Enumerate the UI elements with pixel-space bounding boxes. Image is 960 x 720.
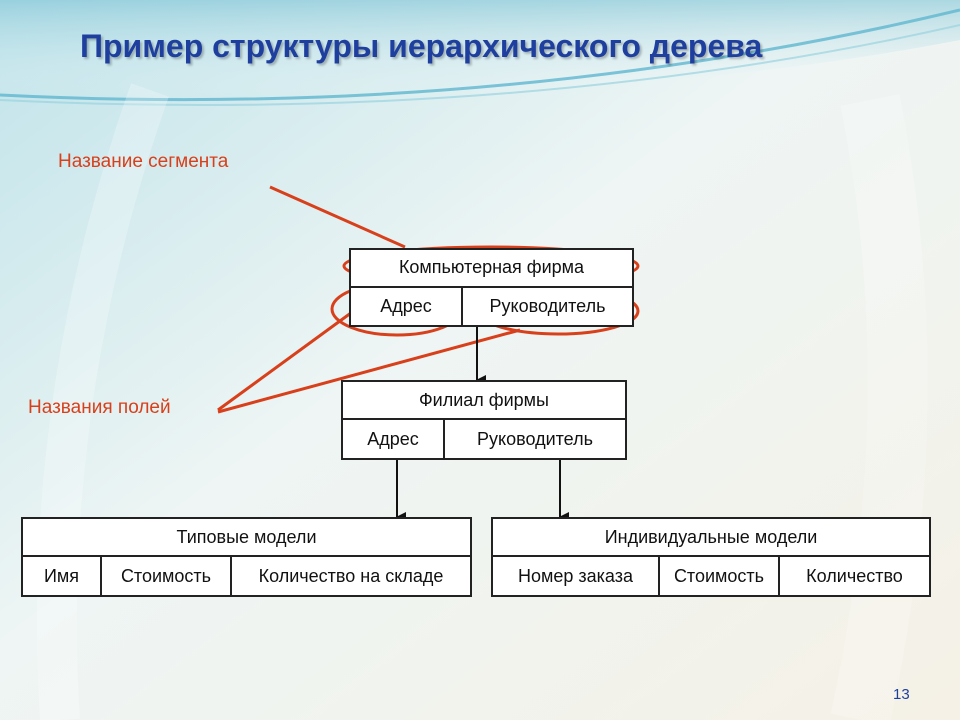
field-standard-name: Имя xyxy=(43,565,80,586)
segment-standard-models: Типовые модели Имя Стоимость Количество … xyxy=(21,517,472,597)
segment-custom-models: Индивидуальные модели Номер заказа Стоим… xyxy=(491,517,931,597)
field-company-manager: Руководитель xyxy=(461,287,632,325)
field-standard-price: Стоимость xyxy=(100,557,230,595)
segment-custom-models-name: Индивидуальные модели xyxy=(493,519,929,557)
segment-standard-models-name: Типовые модели xyxy=(23,519,470,557)
field-callout-line-1 xyxy=(217,308,356,412)
segment-branch-name: Филиал фирмы xyxy=(343,382,625,420)
segment-name-callout: Название сегмента xyxy=(58,151,229,172)
segment-company: Компьютерная фирма Адрес Руководитель xyxy=(349,248,634,327)
field-callout-line-2 xyxy=(217,328,521,414)
segment-company-name: Компьютерная фирма xyxy=(351,250,632,288)
slide-title: Пример структуры иерархического дерева xyxy=(80,28,763,64)
field-company-address: Адрес xyxy=(380,295,432,316)
field-standard-stock: Количество на складе xyxy=(230,557,470,595)
segment-callout-line xyxy=(269,185,406,249)
field-custom-price: Стоимость xyxy=(658,557,778,595)
field-branch-address: Адрес xyxy=(367,428,419,449)
field-custom-quantity: Количество xyxy=(778,557,929,595)
segment-branch: Филиал фирмы Адрес Руководитель xyxy=(341,380,627,460)
field-names-callout: Названия полей xyxy=(28,397,171,418)
page-number: 13 xyxy=(893,686,910,703)
field-custom-order-number: Номер заказа xyxy=(517,565,633,586)
field-branch-manager: Руководитель xyxy=(443,420,625,458)
